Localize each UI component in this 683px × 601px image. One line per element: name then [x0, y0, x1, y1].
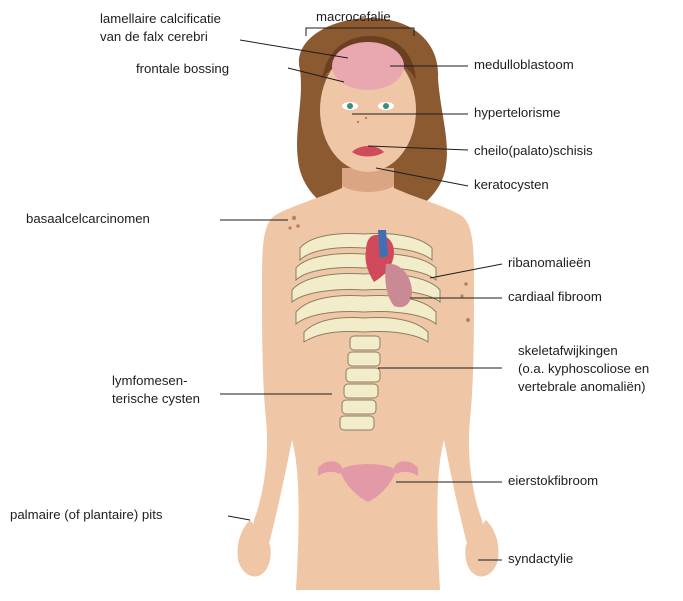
label-ribanomalieen: ribanomalieën	[508, 254, 591, 271]
label-basaalcel: basaalcelcarcinomen	[26, 210, 150, 227]
right-iris	[383, 103, 389, 109]
label-macrocefalie: macrocefalie	[316, 8, 391, 25]
label-falx-line2: van de falx cerebri	[100, 28, 208, 45]
label-medulloblastoom: medulloblastoom	[474, 56, 574, 73]
label-lymfo-line2: terische cysten	[112, 390, 200, 407]
label-falx-line1: lamellaire calcificatie	[100, 10, 221, 27]
label-cardiaal: cardiaal fibroom	[508, 288, 602, 305]
label-eierstok: eierstokfibroom	[508, 472, 598, 489]
left-iris	[347, 103, 353, 109]
label-cheilo: cheilo(palato)schisis	[474, 142, 593, 159]
label-lymfo-line1: lymfomesen-	[112, 372, 187, 389]
label-syndactylie: syndactylie	[508, 550, 573, 567]
label-skelet-line3: vertebrale anomaliën)	[518, 378, 646, 395]
label-skelet-line1: skeletafwijkingen	[518, 342, 618, 359]
label-frontale-bossing: frontale bossing	[136, 60, 229, 77]
label-keratocysten: keratocysten	[474, 176, 549, 193]
label-hypertelorisme: hypertelorisme	[474, 104, 561, 121]
label-skelet-line2: (o.a. kyphoscoliose en	[518, 360, 649, 377]
label-palmaire: palmaire (of plantaire) pits	[10, 506, 162, 523]
leader-palmaire	[228, 516, 250, 520]
